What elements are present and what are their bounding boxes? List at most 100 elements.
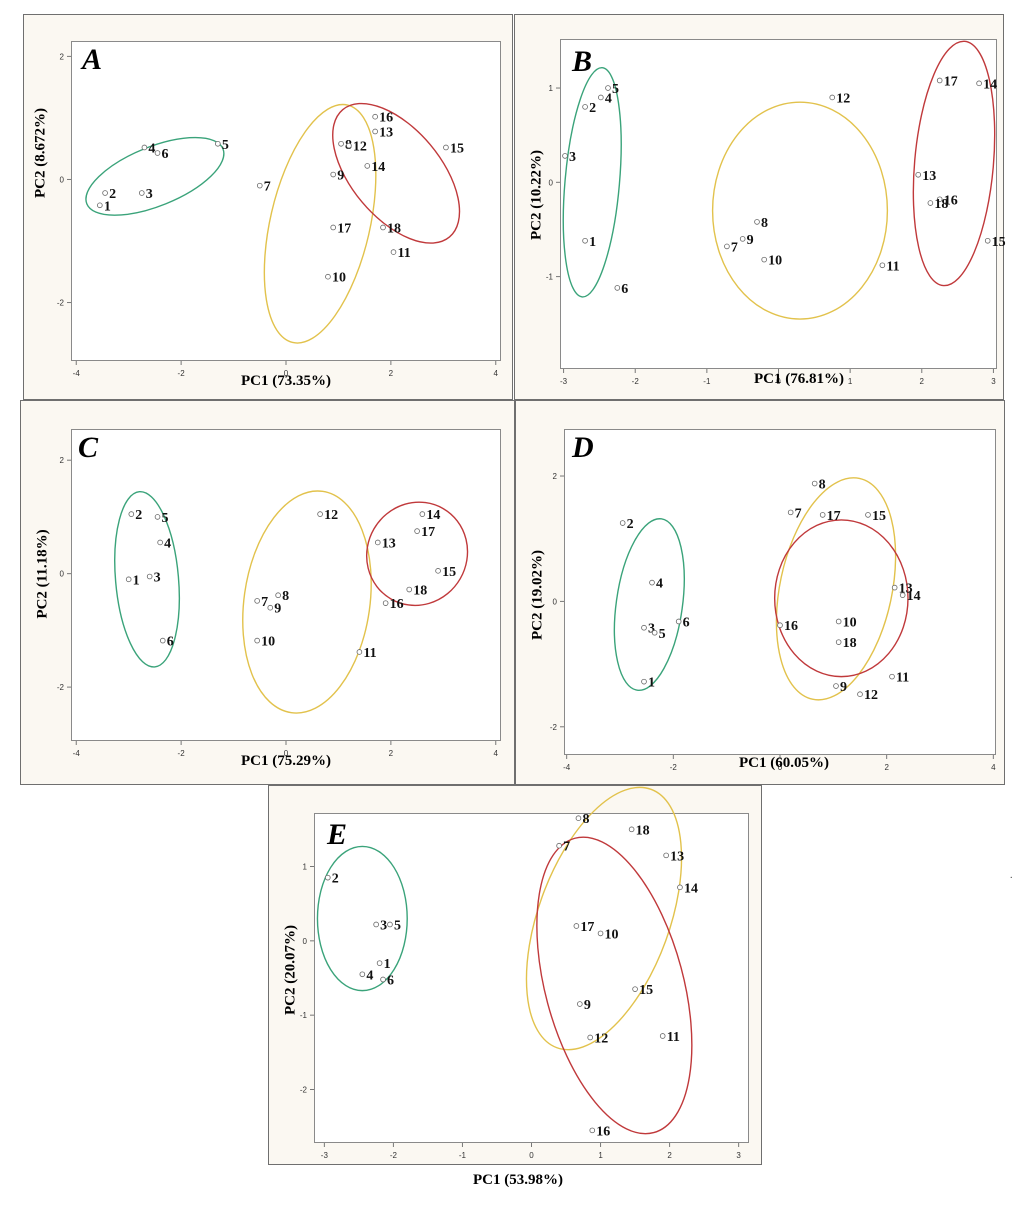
data-point bbox=[364, 163, 371, 169]
data-point bbox=[146, 573, 153, 580]
data-point bbox=[125, 576, 132, 583]
data-point bbox=[406, 586, 413, 593]
point-label: 11 bbox=[886, 259, 899, 274]
y-tick-label: 2 bbox=[60, 456, 65, 465]
point-label: 5 bbox=[612, 82, 619, 97]
data-point bbox=[984, 237, 991, 244]
data-point bbox=[587, 1034, 593, 1041]
x-tick-label: -2 bbox=[632, 377, 640, 386]
data-point bbox=[628, 826, 635, 833]
group-ellipse-group2 bbox=[242, 490, 372, 714]
x-axis-label: PC1 (76.81%) bbox=[754, 371, 844, 387]
data-point bbox=[787, 509, 794, 516]
data-point bbox=[157, 539, 163, 546]
point-label: 9 bbox=[840, 680, 847, 695]
data-point bbox=[659, 1033, 666, 1039]
x-tick-label: 3 bbox=[991, 377, 996, 386]
point-label: 3 bbox=[380, 918, 387, 933]
point-label: 11 bbox=[667, 1030, 680, 1045]
point-label: 10 bbox=[768, 254, 782, 269]
data-point bbox=[936, 77, 943, 84]
data-point bbox=[891, 584, 898, 591]
data-point bbox=[879, 262, 886, 269]
point-label: 3 bbox=[569, 150, 576, 165]
point-label: 17 bbox=[580, 920, 594, 935]
y-tick-label: 2 bbox=[60, 52, 65, 61]
point-label: 18 bbox=[387, 221, 401, 236]
group-ellipse-group1 bbox=[114, 490, 181, 668]
data-point bbox=[614, 285, 621, 291]
y-tick-label: 0 bbox=[553, 597, 558, 606]
panel-letter: D bbox=[572, 431, 594, 464]
point-label: 1 bbox=[133, 573, 140, 588]
point-label: 6 bbox=[167, 635, 174, 650]
point-label: 18 bbox=[413, 584, 427, 599]
x-tick-label: -4 bbox=[73, 369, 81, 378]
data-point bbox=[382, 600, 389, 606]
point-label: 8 bbox=[819, 478, 826, 493]
point-label: 2 bbox=[135, 508, 142, 523]
point-label: 7 bbox=[795, 506, 802, 521]
x-tick-label: -4 bbox=[563, 763, 571, 772]
plot-area bbox=[564, 429, 996, 755]
point-label: 10 bbox=[843, 615, 857, 630]
data-point bbox=[380, 976, 386, 983]
point-label: 1 bbox=[384, 957, 391, 972]
panel-letter: B bbox=[572, 45, 593, 78]
point-label: 4 bbox=[148, 141, 155, 156]
point-label: 4 bbox=[366, 968, 373, 983]
group-ellipse-group3 bbox=[332, 102, 461, 244]
point-label: 15 bbox=[442, 565, 456, 580]
data-point bbox=[761, 256, 767, 263]
data-point bbox=[865, 512, 871, 518]
point-label: 11 bbox=[896, 671, 909, 686]
data-point bbox=[899, 592, 906, 598]
point-label: 12 bbox=[864, 688, 878, 703]
point-label: 6 bbox=[387, 973, 394, 988]
x-tick-label: -1 bbox=[703, 377, 711, 386]
point-label: 16 bbox=[379, 111, 393, 126]
point-label: 16 bbox=[390, 597, 404, 612]
data-point bbox=[819, 512, 826, 518]
x-tick-label: 0 bbox=[284, 749, 289, 758]
x-axis-label-e: PC1 (53.98%) bbox=[473, 1172, 563, 1188]
x-tick-label: 1 bbox=[598, 1151, 603, 1160]
group-ellipse-group3 bbox=[536, 836, 693, 1135]
x-axis-label: PC1 (60.05%) bbox=[739, 755, 829, 771]
data-point bbox=[632, 986, 638, 992]
data-point bbox=[833, 683, 839, 689]
data-point bbox=[577, 1001, 583, 1007]
point-label: 12 bbox=[353, 140, 367, 155]
data-point bbox=[443, 144, 449, 151]
group-ellipse-group3 bbox=[365, 501, 469, 607]
data-point bbox=[573, 923, 580, 929]
point-label: 18 bbox=[843, 636, 857, 651]
data-point bbox=[154, 150, 161, 156]
point-label: 9 bbox=[274, 602, 281, 617]
data-point bbox=[254, 637, 260, 644]
point-label: 16 bbox=[944, 193, 958, 208]
x-tick-label: -2 bbox=[670, 763, 678, 772]
data-point bbox=[649, 579, 655, 586]
data-point bbox=[141, 144, 148, 151]
x-tick-label: 0 bbox=[284, 369, 289, 378]
point-label: 4 bbox=[656, 577, 663, 592]
data-point bbox=[373, 921, 379, 928]
x-tick-label: -2 bbox=[390, 1151, 398, 1160]
point-label: 15 bbox=[992, 235, 1006, 250]
point-label: 15 bbox=[639, 983, 653, 998]
data-point bbox=[605, 85, 611, 91]
point-label: 9 bbox=[747, 233, 754, 248]
data-point bbox=[325, 273, 331, 280]
x-tick-label: 1 bbox=[848, 377, 853, 386]
point-label: 7 bbox=[264, 180, 271, 195]
y-tick-label: 0 bbox=[303, 937, 308, 946]
point-label: 16 bbox=[596, 1124, 610, 1139]
x-tick-label: 0 bbox=[778, 763, 783, 772]
point-label: 16 bbox=[784, 619, 798, 634]
